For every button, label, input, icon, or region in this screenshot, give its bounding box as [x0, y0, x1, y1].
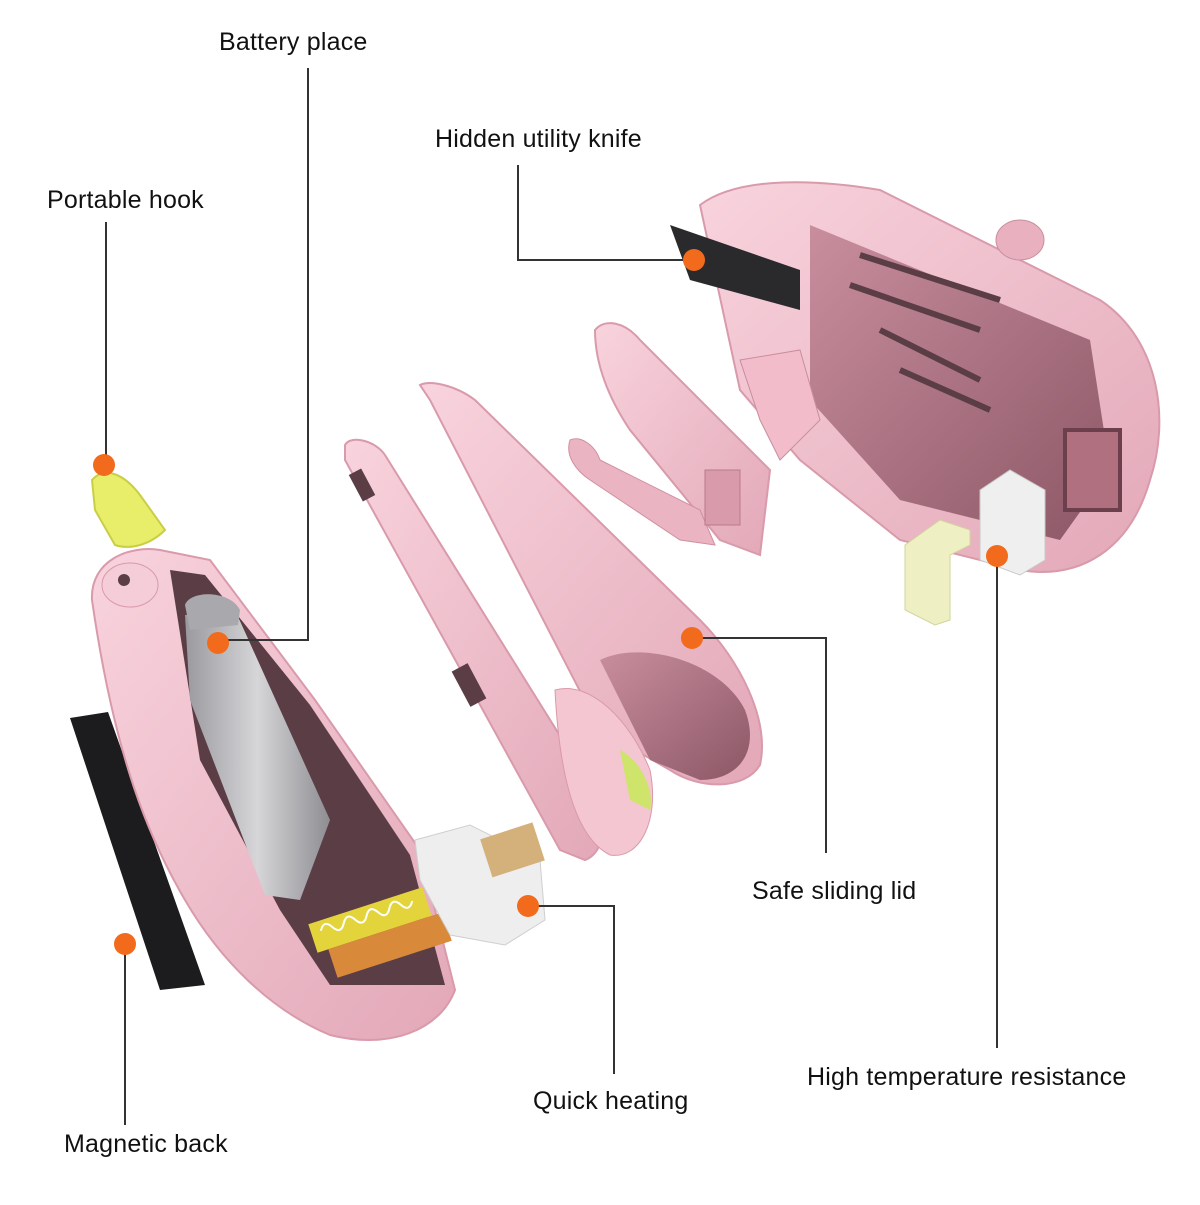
marker-knife — [683, 249, 705, 271]
marker-heating — [517, 895, 539, 917]
label-magnetic-back: Magnetic back — [64, 1130, 228, 1159]
portable-hook — [92, 473, 165, 547]
leader-knife — [518, 165, 694, 260]
label-portable-hook: Portable hook — [47, 186, 204, 215]
label-high-temperature-resistance: High temperature resistance — [807, 1063, 1126, 1092]
label-hidden-utility-knife: Hidden utility knife — [435, 125, 642, 154]
marker-hightemp — [986, 545, 1008, 567]
label-battery-place: Battery place — [219, 28, 368, 57]
marker-battery — [207, 632, 229, 654]
label-quick-heating: Quick heating — [533, 1087, 688, 1116]
marker-lid — [681, 627, 703, 649]
marker-magnetic — [114, 933, 136, 955]
leader-battery — [218, 68, 308, 640]
leader-heating — [528, 906, 614, 1074]
label-safe-sliding-lid: Safe sliding lid — [752, 877, 916, 906]
marker-hook — [93, 454, 115, 476]
